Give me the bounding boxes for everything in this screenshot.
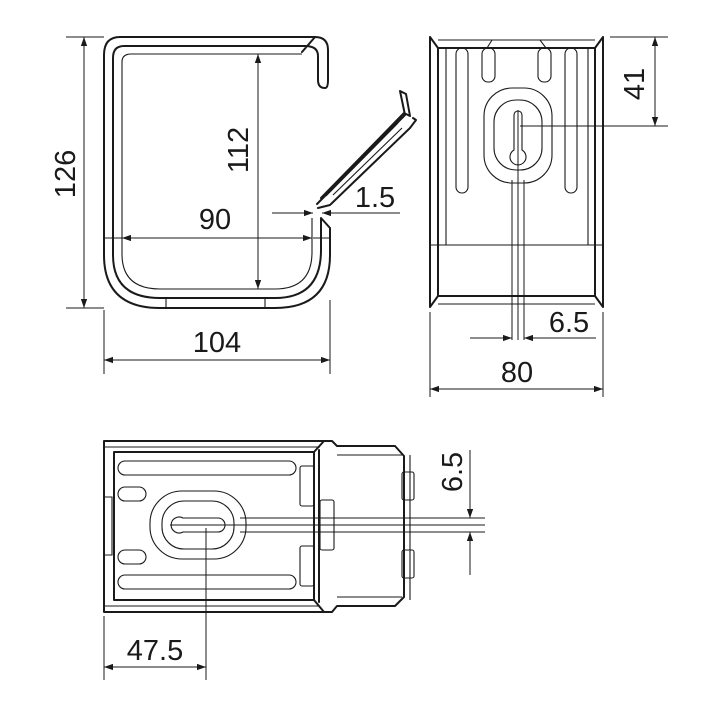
dim-1p5-label: 1.5: [355, 182, 395, 214]
dim-80-label: 80: [501, 357, 533, 389]
top-slot-1: [117, 460, 297, 476]
hook-inner-edge: [121, 62, 313, 290]
dim-6p5-top-label: 6.5: [437, 452, 469, 492]
front-slot-2: [564, 47, 578, 194]
top-slot-2: [117, 574, 297, 590]
front-slot-1: [455, 47, 469, 194]
top-lug-2: [299, 545, 315, 587]
top-slot-4: [117, 549, 147, 565]
front-body-outline: [429, 36, 604, 308]
dim-90-label: 90: [199, 204, 231, 236]
top-spring-tab-2: [401, 549, 415, 579]
top-spring-tab-1: [401, 471, 415, 501]
top-slot-3: [117, 486, 147, 502]
front-slot-3: [481, 47, 496, 83]
front-edge-rib-left: [445, 48, 589, 245]
dim-104-label: 104: [193, 327, 241, 359]
front-view: 41 6.5 80: [429, 36, 668, 397]
side-view: 126 112 90 1.5 104: [50, 36, 417, 374]
top-view: 6.5 47.5: [103, 440, 485, 680]
dim-47p5-label: 47.5: [127, 635, 183, 667]
hook-bottom-strip: [165, 298, 266, 308]
spring-clip-arm: [316, 90, 417, 209]
dim-41-label: 41: [619, 68, 651, 100]
top-lug-1: [299, 465, 315, 507]
top-keyhole: [170, 516, 226, 534]
front-top-tab: [486, 39, 547, 49]
top-body-outline: [103, 440, 325, 613]
dim-112-label: 112: [223, 127, 255, 173]
spring-clip-inner: [325, 122, 403, 197]
dim-126-label: 126: [50, 150, 82, 198]
hook-top-edge: [121, 53, 302, 63]
dim-6p5-front-label: 6.5: [549, 307, 589, 339]
hook-outer-profile: [103, 36, 331, 309]
front-slot-4: [537, 47, 552, 83]
top-left-lip: [104, 496, 113, 556]
front-keyhole: [509, 110, 527, 166]
top-spring-clip-outline: [318, 440, 405, 613]
